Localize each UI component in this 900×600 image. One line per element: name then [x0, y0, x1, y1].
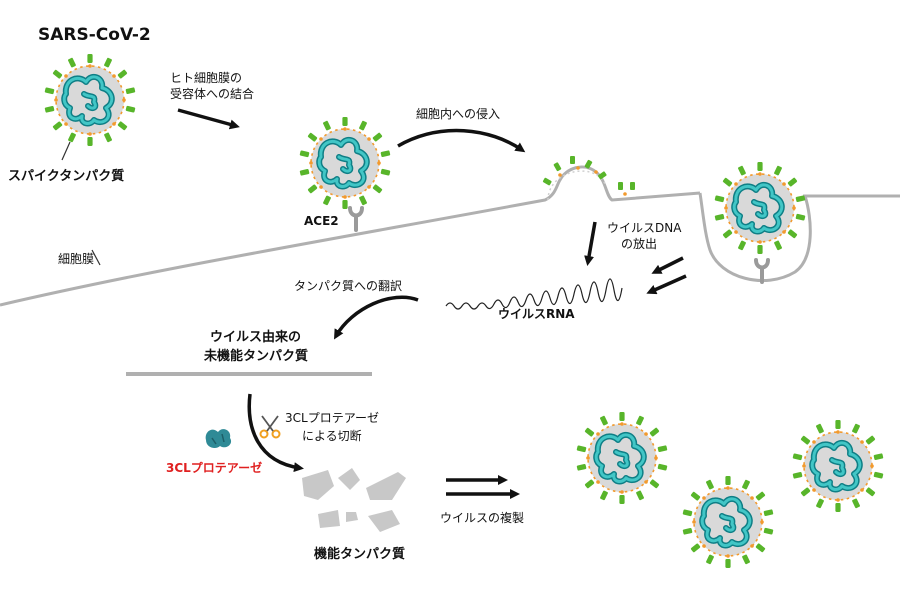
functional-protein-label: 機能タンパク質: [314, 546, 405, 562]
arrow-entry: [397, 128, 526, 153]
arrow-dna-release: [584, 221, 597, 266]
viral-rna-label: ウイルスRNA: [498, 307, 575, 321]
virus-icon: [577, 412, 668, 504]
arrow-release-1: [651, 256, 684, 274]
membrane-fusion-icon: [542, 156, 635, 201]
translation-label: タンパク質への翻訳: [294, 278, 402, 293]
virus-icon: [683, 476, 774, 568]
entry-label: 細胞内への侵入: [416, 106, 500, 121]
unfunctional-protein-label-2: 未機能タンパク質: [203, 348, 308, 364]
membrane-pointer-line: [91, 249, 101, 266]
unfunctional-protein-label-1: ウイルス由来の: [210, 329, 301, 345]
dna-release-label-1: ウイルスDNA: [607, 221, 682, 235]
cell-membrane-line: [0, 165, 701, 307]
spike-pointer-line: [61, 141, 71, 161]
endosome-membrane: [698, 192, 900, 282]
receptor-binding-label-1: ヒト細胞膜の: [170, 71, 242, 85]
receptor-icon: [348, 206, 364, 232]
functional-protein-fragments: [302, 468, 406, 532]
arrow-cleavage: [247, 393, 304, 473]
arrow-receptor-binding: [177, 108, 240, 130]
virus-icon: [793, 420, 884, 512]
cleavage-label-1: 3CLプロテアーゼ: [285, 411, 379, 425]
viral-rna-strand: [445, 278, 623, 310]
virus-icon: [715, 162, 806, 254]
replication-label: ウイルスの複製: [440, 510, 524, 525]
receptor-icon: [754, 258, 770, 284]
cleavage-label-2: による切断: [302, 428, 362, 443]
arrow-translation: [334, 295, 419, 340]
protease-icon: [205, 429, 232, 448]
arrow-release-2: [646, 274, 687, 295]
virus-icon: [300, 117, 391, 209]
title: SARS-CoV-2: [38, 25, 151, 45]
virus-icon: [45, 54, 136, 146]
ace2-label: ACE2: [304, 214, 339, 228]
receptor-binding-label-2: 受容体への結合: [170, 86, 254, 101]
scissors-icon: [259, 415, 281, 439]
membrane-label: 細胞膜: [58, 252, 94, 266]
spike-protein-label: スパイクタンパク質: [8, 168, 124, 184]
dna-release-label-2: の放出: [621, 236, 657, 251]
protease-label: 3CLプロテアーゼ: [166, 460, 262, 475]
